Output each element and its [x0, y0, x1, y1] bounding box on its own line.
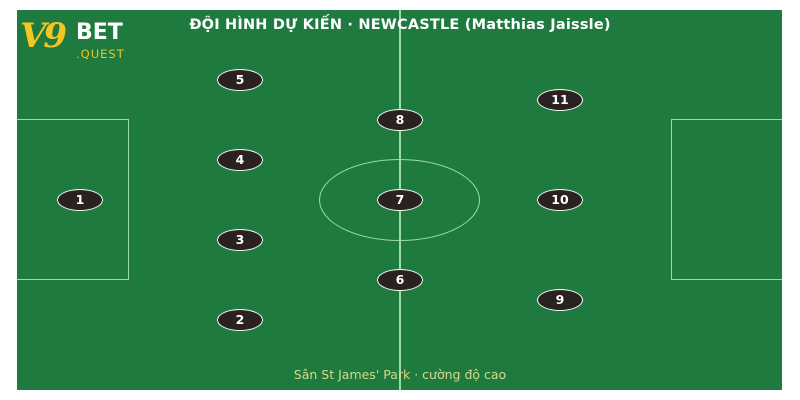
logo-bet-text: BET	[76, 20, 123, 45]
player-marker: 10	[537, 189, 583, 211]
player-marker: 8	[377, 109, 423, 131]
player-marker: 7	[377, 189, 423, 211]
logo-quest-text: .QUEST	[76, 47, 125, 61]
left-penalty-box	[17, 119, 129, 280]
player-marker: 3	[217, 229, 263, 251]
player-marker: 11	[537, 89, 583, 111]
player-marker: 2	[217, 309, 263, 331]
center-circle	[319, 159, 480, 241]
player-marker: 4	[217, 149, 263, 171]
right-penalty-box	[671, 119, 782, 280]
logo-v9-mark: V9	[20, 16, 67, 56]
venue-caption: Sân St James' Park · cường độ cao	[293, 367, 507, 382]
player-marker: 5	[217, 69, 263, 91]
v9bet-logo: V9 BET .QUEST	[20, 12, 140, 64]
player-marker: 9	[537, 289, 583, 311]
player-marker: 6	[377, 269, 423, 291]
lineup-title: ĐỘI HÌNH DỰ KIẾN · NEWCASTLE (Matthias J…	[189, 17, 611, 33]
player-marker: 1	[57, 189, 103, 211]
